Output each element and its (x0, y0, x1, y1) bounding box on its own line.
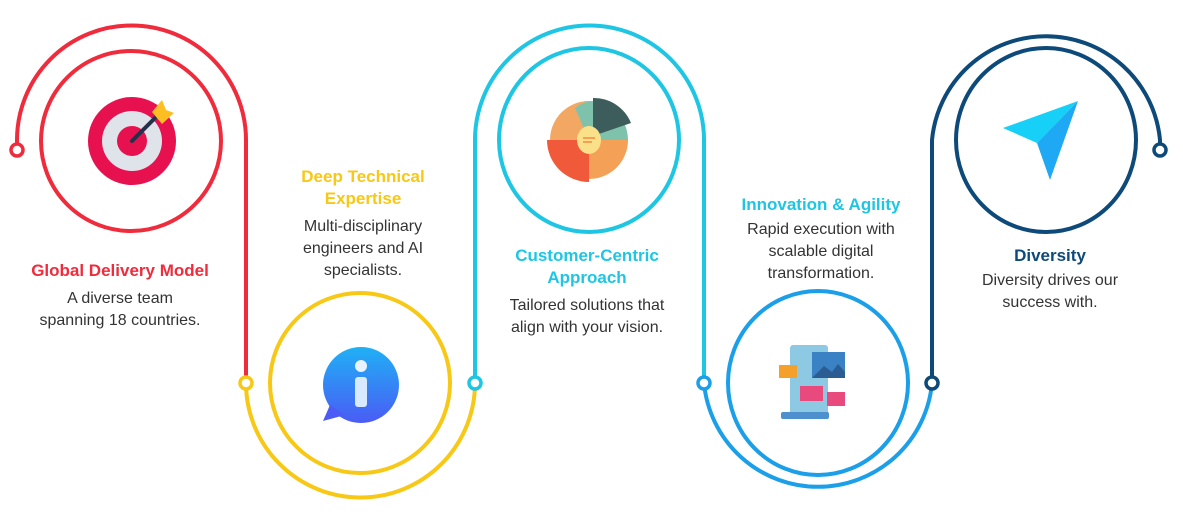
body-line: align with your vision. (510, 319, 664, 336)
step-body: Tailored solutions that align with your … (510, 295, 665, 339)
red-dot (9, 142, 25, 158)
step-title: Global Delivery Model (31, 261, 209, 280)
step-title: Customer-Centric Approach (510, 245, 665, 289)
yellow-track (244, 382, 477, 500)
body-line: Multi-disciplinary (303, 218, 423, 235)
blue-ring (726, 289, 910, 477)
pie-chart-icon (547, 97, 631, 182)
step-diversity: Diversity Diversity drives our success w… (982, 245, 1118, 314)
navy-ring (954, 46, 1138, 234)
step-title: Diversity (1014, 246, 1086, 265)
title-line: Expertise (324, 189, 402, 208)
step-body: Rapid execution with scalable digital tr… (742, 219, 901, 285)
step-body: Multi-disciplinary engineers and AI spec… (301, 216, 424, 282)
step-deep-technical: Deep Technical Expertise Multi-disciplin… (301, 166, 424, 282)
yellow-ring (268, 291, 452, 475)
red-track (15, 23, 248, 383)
target-icon (88, 97, 176, 185)
cyan-dot (467, 375, 483, 391)
body-line: success with. (1002, 294, 1098, 311)
step-title: Deep Technical Expertise (301, 166, 424, 210)
cyan-ring (497, 46, 681, 234)
title-line: Customer-Centric (515, 246, 659, 265)
title-line: Approach (547, 268, 627, 287)
step-body: Diversity drives our success with. (982, 270, 1118, 314)
body-line: spanning 18 countries. (39, 312, 201, 329)
title-line: Deep Technical (301, 167, 425, 186)
body-line: Diversity drives our (981, 272, 1119, 289)
body-line: specialists. (323, 262, 403, 279)
navigation-arrow-icon (1003, 101, 1078, 180)
body-line: engineers and AI (302, 240, 424, 257)
step-customer-centric: Customer-Centric Approach Tailored solut… (510, 245, 665, 339)
navy-track (930, 34, 1162, 383)
step-global-delivery: Global Delivery Model A diverse team spa… (31, 260, 209, 332)
step-innovation: Innovation & Agility Rapid execution wit… (742, 194, 901, 285)
navy-dot (924, 375, 940, 391)
body-line: scalable digital (768, 243, 874, 260)
yellow-dot (238, 375, 254, 391)
blue-dot (696, 375, 712, 391)
info-chat-icon (323, 347, 399, 423)
step-title: Innovation & Agility (741, 195, 901, 214)
blue-track (702, 382, 934, 489)
web-design-icon (779, 345, 845, 419)
body-line: Tailored solutions that (509, 297, 665, 314)
cyan-track (473, 23, 706, 383)
body-line: transformation. (767, 265, 875, 282)
step-body: A diverse team spanning 18 countries. (31, 288, 209, 332)
end-dot (1152, 142, 1168, 158)
body-line: Rapid execution with (747, 221, 895, 238)
red-ring (39, 49, 223, 233)
body-line: A diverse team (67, 290, 173, 307)
